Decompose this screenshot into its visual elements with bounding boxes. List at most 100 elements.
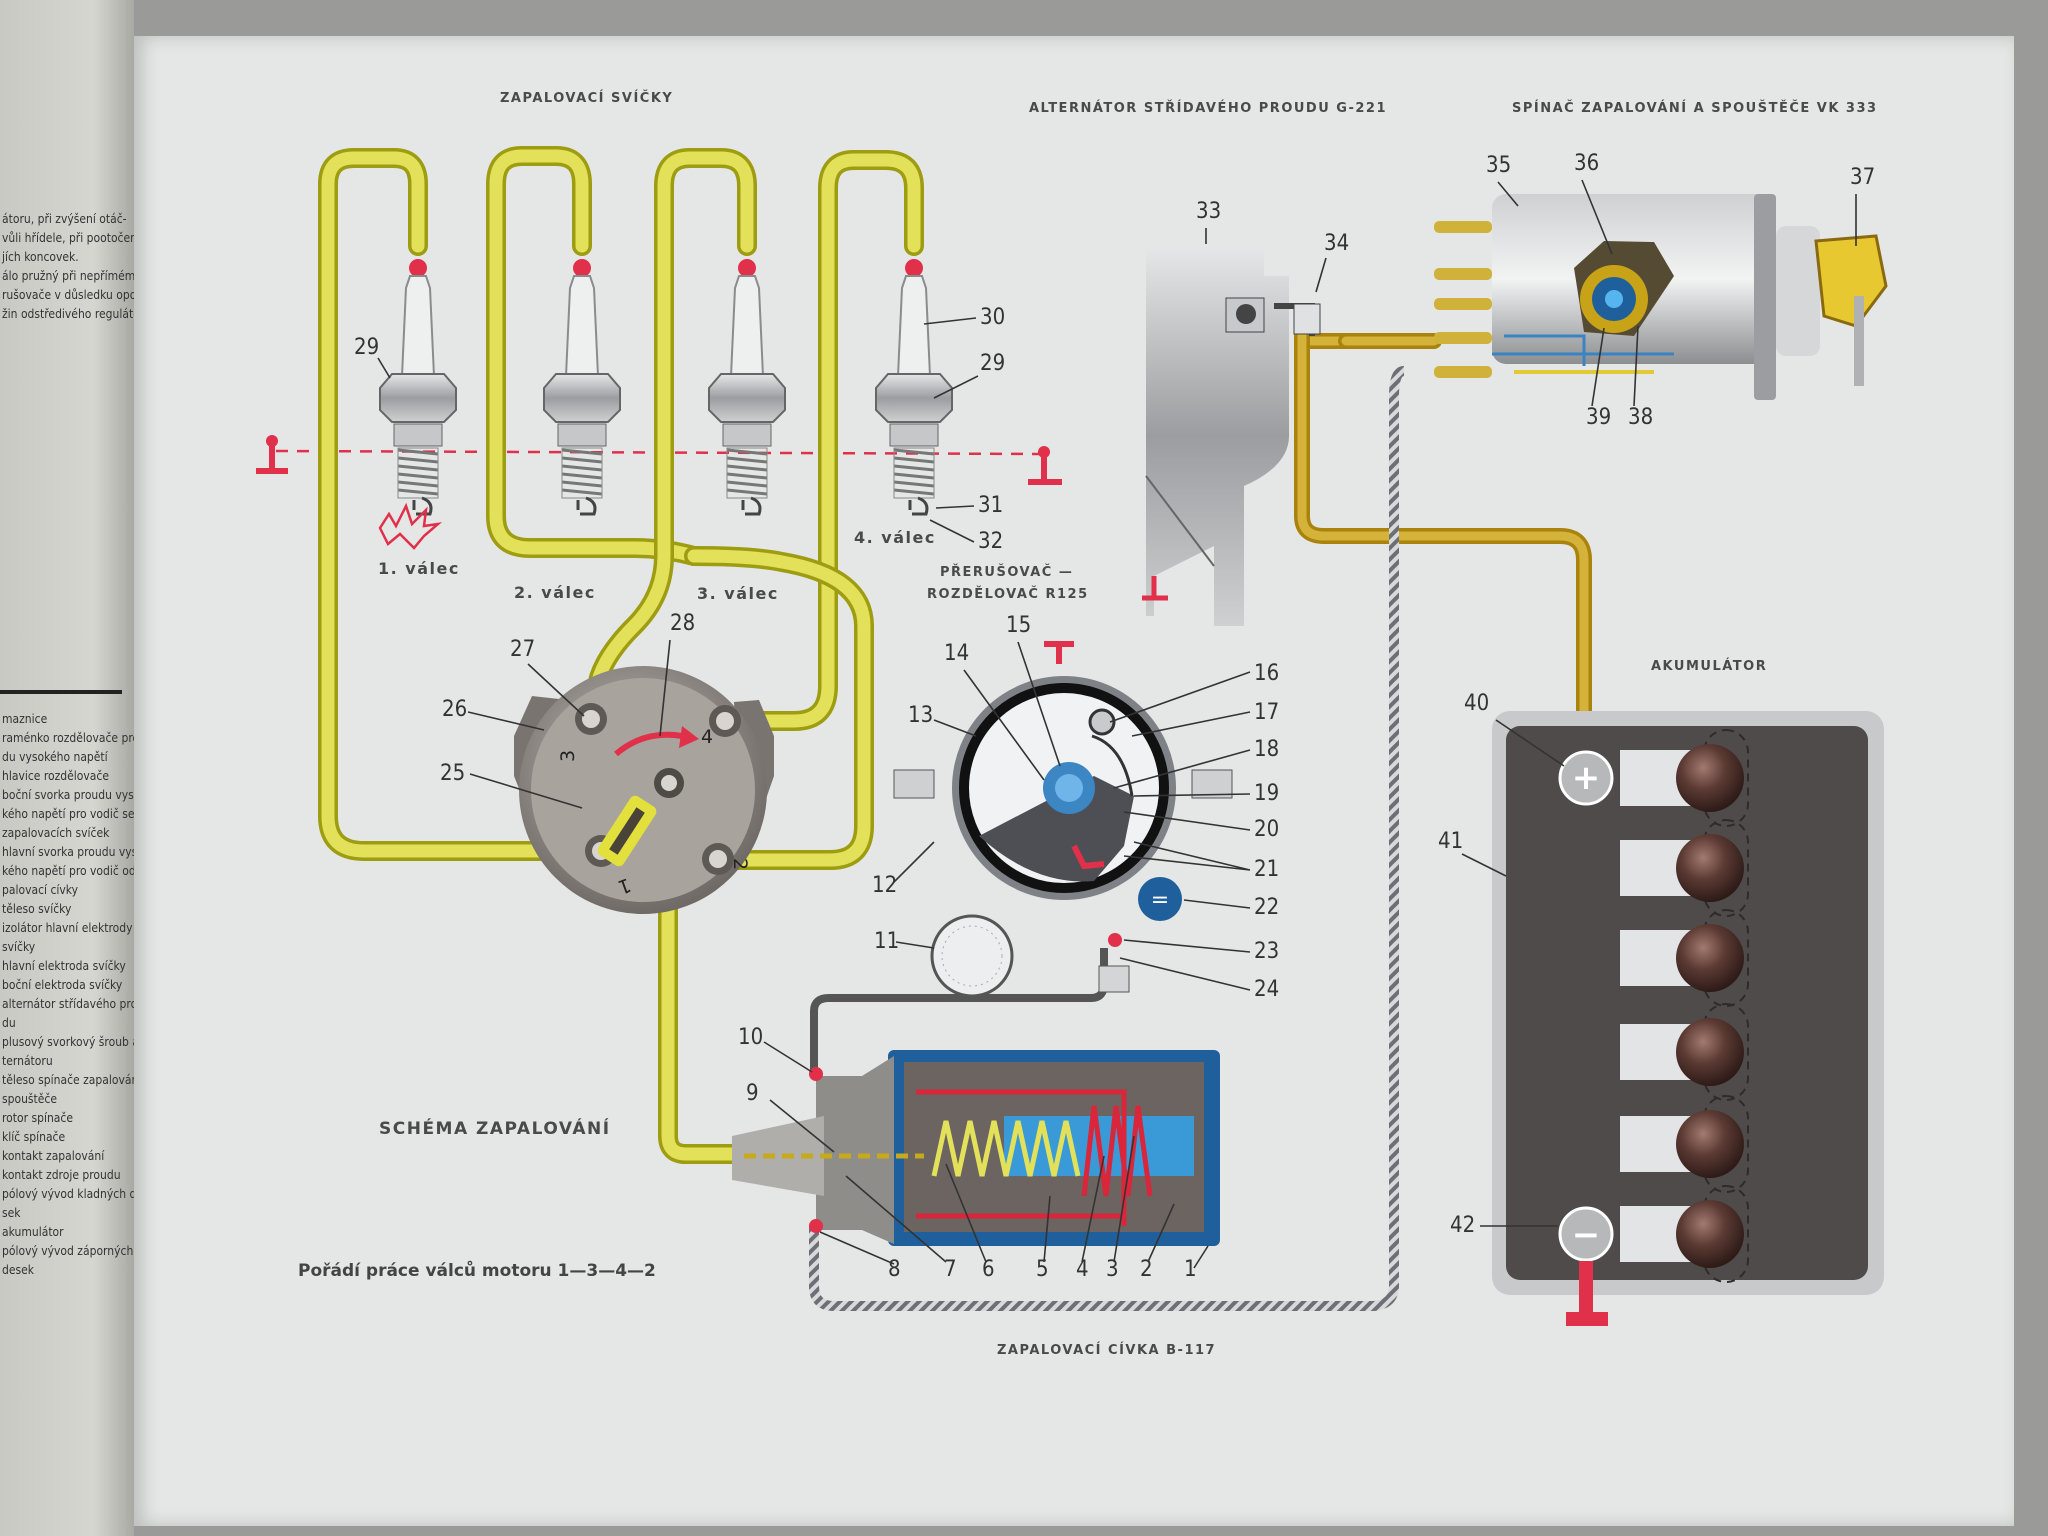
callout-number: 27 [510, 637, 535, 662]
spark-plug-set [379, 259, 953, 516]
callout-labels: 1234567891011121314151617181920212223242… [354, 151, 1875, 1282]
callout-number: 19 [1254, 781, 1279, 806]
callout-n39: 39 [1586, 327, 1611, 430]
callout-n1: 1 [1184, 1245, 1209, 1282]
legend-line: těleso svíčky [2, 902, 72, 916]
callout-number: 14 [944, 641, 969, 666]
callout-number: 32 [978, 529, 1003, 554]
breaker-plate: = [893, 641, 1233, 998]
legend-line: du [2, 1016, 16, 1030]
legend-line: pólový vývod kladných de- [2, 1187, 134, 1201]
legend-line: izolátor hlavní elektrody [2, 921, 133, 935]
callout-number: 25 [440, 761, 465, 786]
callout-n13: 13 [908, 703, 977, 737]
callout-n31: 31 [935, 493, 1003, 518]
callout-n11: 11 [874, 929, 935, 954]
callout-n8: 8 [819, 1231, 901, 1282]
cylinder-3-label: 3. válec [697, 584, 779, 603]
callout-number: 21 [1254, 857, 1279, 882]
legend-line: boční svorka proudu vyso- [2, 788, 134, 802]
callout-n29b: 29 [933, 351, 1005, 399]
callout-number: 13 [908, 703, 933, 728]
callout-number: 36 [1574, 151, 1599, 176]
callout-number: 41 [1438, 829, 1463, 854]
ignition-switch [1434, 194, 1888, 400]
callout-number: 26 [442, 697, 467, 722]
callout-n2: 2 [1140, 1203, 1175, 1282]
ignition-coil [732, 1050, 1220, 1246]
callout-n10: 10 [738, 1025, 813, 1073]
callout-n14: 14 [944, 641, 1045, 781]
callout-n26: 26 [442, 697, 545, 731]
callout-number: 29 [980, 351, 1005, 376]
callout-n9: 9 [746, 1081, 835, 1153]
callout-n41: 41 [1438, 829, 1507, 877]
battery: + − [1492, 711, 1884, 1326]
svg-text:=: = [1151, 888, 1169, 913]
callout-number: 17 [1254, 700, 1279, 725]
callout-n25: 25 [440, 761, 583, 809]
callout-n32: 32 [929, 519, 1003, 554]
callout-number: 40 [1464, 691, 1489, 716]
callout-n24: 24 [1119, 957, 1279, 1002]
callout-number: 37 [1850, 165, 1875, 190]
legend-line: alternátor střídavého prou- [2, 997, 134, 1011]
callout-n22: 22 [1183, 895, 1279, 920]
cylinder-2-label: 2. válec [514, 583, 596, 602]
legend-line: kého napětí pro vodič od za- [2, 864, 134, 878]
legend-line: palovací cívky [2, 883, 78, 897]
callout-n19: 19 [1133, 781, 1279, 806]
lv-wires [809, 328, 1592, 1311]
left-page-text-line: rušovače v důsledku opotř. [2, 288, 134, 302]
callout-number: 33 [1196, 199, 1221, 224]
legend-line: boční elektroda svíčky [2, 978, 123, 992]
callout-number: 29 [354, 335, 379, 360]
callout-number: 35 [1486, 153, 1511, 178]
legend-divider [0, 690, 122, 694]
firing-order-text: Pořádí práce válců motoru 1—3—4—2 [298, 1259, 656, 1281]
legend-line: kého napětí pro vodič se [2, 807, 134, 821]
legend-line: pólový vývod záporných [2, 1244, 134, 1258]
battery-cell [1620, 729, 1749, 827]
callout-n28: 28 [659, 611, 695, 737]
callout-n6: 6 [945, 1163, 995, 1282]
callout-n15: 15 [1006, 613, 1061, 767]
switch-pins [1434, 221, 1492, 378]
callout-number: 18 [1254, 737, 1279, 762]
battery-cell [1620, 819, 1749, 917]
schema-title: SCHÉMA ZAPALOVÁNÍ [379, 1117, 611, 1139]
legend-line: hlavice rozdělovače [2, 769, 109, 783]
callout-number: 28 [670, 611, 695, 636]
left-page-text-line: átoru, při zvýšení otáč- [2, 212, 127, 226]
spark-burst [378, 502, 443, 550]
breaker-title-2: ROZDĚLOVAČ R125 [927, 586, 1089, 602]
callout-n23: 23 [1123, 939, 1279, 964]
callout-number: 38 [1628, 405, 1653, 430]
distributor-cap: 3 4 2 1 [514, 666, 774, 914]
callout-n34: 34 [1315, 231, 1349, 293]
callout-n16: 16 [1109, 661, 1279, 723]
callout-n40: 40 [1464, 691, 1565, 767]
callout-n42: 42 [1450, 1213, 1558, 1238]
coil-title: ZAPALOVACÍ CÍVKA B-117 [997, 1342, 1216, 1358]
callout-number: 16 [1254, 661, 1279, 686]
cylinder-1-label: 1. válec [378, 559, 460, 578]
battery-cell [1620, 1095, 1749, 1193]
left-page-text-line: žin odstředivého regulátoru [2, 307, 134, 321]
cap-mark-2: 2 [729, 858, 751, 870]
callout-number: 7 [944, 1257, 957, 1282]
legend-line: hlavní svorka proudu vyso- [2, 845, 134, 859]
left-page-text-line: álo pružný při nepřímém [2, 269, 134, 283]
battery-cell [1620, 909, 1749, 1007]
callout-n20: 20 [1123, 811, 1279, 842]
cylinder-4-label: 4. válec [854, 528, 936, 547]
callout-n17: 17 [1131, 700, 1279, 737]
battery-negative-symbol: − [1572, 1215, 1601, 1255]
callout-number: 22 [1254, 895, 1279, 920]
callout-number: 39 [1586, 405, 1611, 430]
callout-n21: 21 [1123, 841, 1279, 882]
callout-number: 23 [1254, 939, 1279, 964]
callout-number: 5 [1036, 1257, 1049, 1282]
callout-number: 6 [982, 1257, 995, 1282]
battery-title: AKUMULÁTOR [1651, 658, 1767, 674]
